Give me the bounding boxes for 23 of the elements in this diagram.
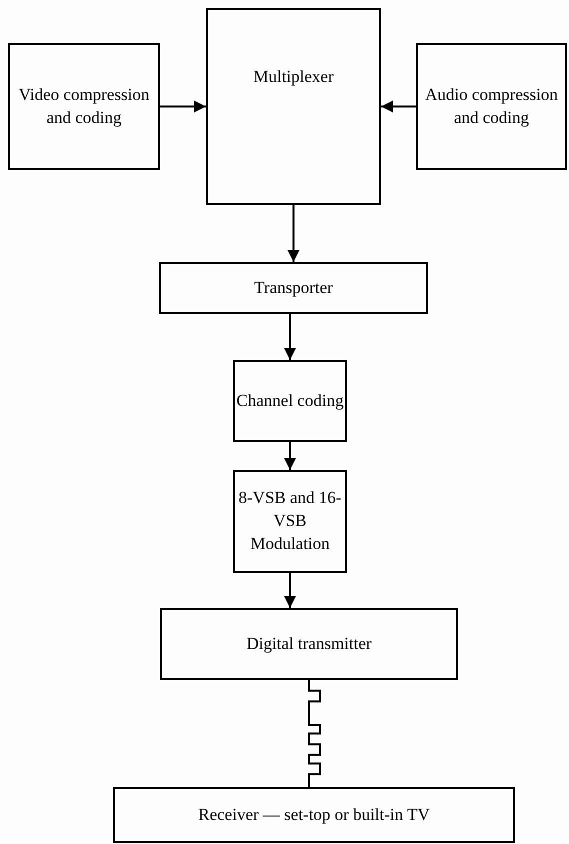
- box-label: Transporter: [254, 276, 333, 299]
- arrow: [284, 314, 296, 360]
- process-box: [416, 43, 567, 170]
- process-box: [159, 262, 428, 314]
- arrow: [288, 205, 300, 262]
- box-label: 8-VSB and 16-VSB Modulation: [238, 487, 342, 555]
- process-box: [206, 8, 381, 205]
- arrow: [160, 100, 206, 112]
- box-label: Audio compression and coding: [424, 84, 559, 129]
- box-label: Channel coding: [236, 390, 344, 412]
- arrow: [381, 100, 416, 112]
- process-box: [8, 43, 160, 170]
- box-label: Video compression and coding: [18, 84, 150, 129]
- box-label: Receiver — set-top or built-in TV: [198, 804, 430, 826]
- process-box: [160, 608, 458, 680]
- arrow: [284, 442, 296, 470]
- process-box: [233, 470, 347, 573]
- process-box: [113, 787, 515, 843]
- signal-line: [308, 680, 321, 787]
- box-label: Digital transmitter: [246, 632, 372, 655]
- arrow: [284, 573, 296, 608]
- box-label: Multiplexer: [253, 66, 334, 88]
- process-box: [233, 360, 347, 442]
